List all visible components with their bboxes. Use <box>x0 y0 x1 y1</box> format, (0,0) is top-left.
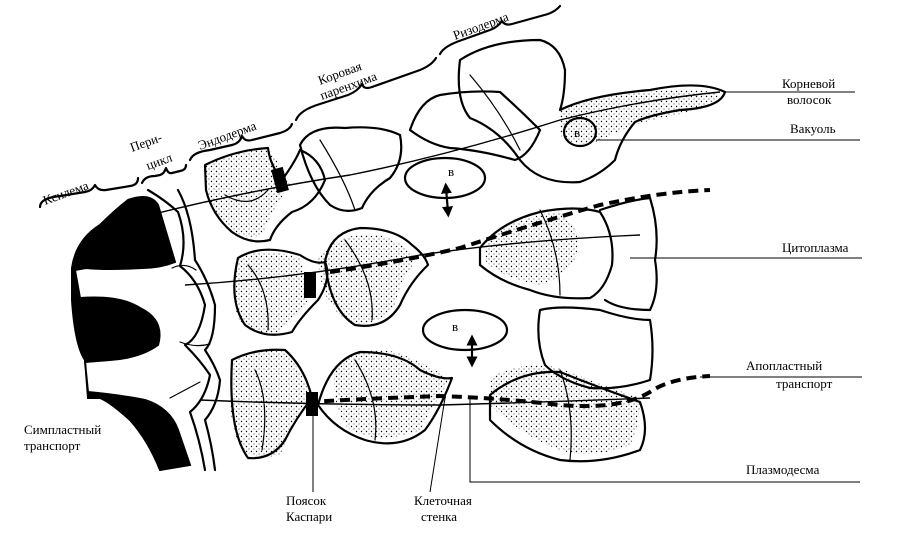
label-root-hair-2: волосок <box>787 92 832 107</box>
xylem-brace <box>38 176 140 209</box>
vacuole-upper <box>403 156 487 200</box>
pericycle-wall-outer <box>146 188 212 472</box>
cortex-cell-top <box>298 126 403 212</box>
label-apoplast-1: Апопластный <box>746 358 822 373</box>
endodermis-cells <box>203 146 329 460</box>
label-root-hair-1: Корневой <box>782 76 835 91</box>
label-endodermis: Эндодерма <box>196 118 259 153</box>
label-plasmodesma: Плазмодесма <box>746 462 820 477</box>
rhizodermis-cells <box>457 38 727 463</box>
label-rhizodermis: Ризодерма <box>451 9 511 43</box>
vacuole-mark-root-hair: в <box>574 125 580 140</box>
apoplast-paths <box>307 188 711 409</box>
rhizodermis-inner-line-2 <box>539 209 561 296</box>
vacuole-mark-lower: в <box>452 319 458 334</box>
label-pericycle-2: цикл <box>144 149 175 172</box>
rhizodermis-cell-outer-1 <box>598 196 658 312</box>
endodermis-cell-bottom <box>230 348 314 460</box>
pericycle-division-1 <box>171 264 197 271</box>
label-cell-wall-1: Клеточная <box>414 493 472 508</box>
cytoplasm-fill-rhizo-mid <box>485 212 578 285</box>
symplast-path-top <box>149 91 721 216</box>
apoplast-path-mid <box>329 188 711 274</box>
symplast-paths <box>149 91 721 406</box>
rhizodermis-cell-outer-2 <box>537 306 654 390</box>
vacuole-upper-arrow <box>440 182 454 218</box>
apoplast-path-bottom <box>307 374 711 409</box>
pericycle-brace <box>140 163 188 185</box>
cytoplasm-fill-cortex-bottom <box>334 350 450 438</box>
cortex-inner-line-2 <box>344 239 373 321</box>
symplast-path-mid <box>184 234 641 286</box>
symplast-path-bottom <box>199 397 651 406</box>
label-apoplast-2: транспорт <box>776 376 833 391</box>
endodermis-inner-line-3 <box>254 369 266 451</box>
label-pericycle-1: Пери- <box>128 129 164 154</box>
vacuole-root-hair <box>562 116 598 148</box>
xylem-vessel <box>71 195 192 472</box>
endodermis-cell-mid <box>233 248 329 336</box>
label-vacuole: Вакуоль <box>790 121 836 136</box>
endodermis-brace <box>188 122 294 162</box>
casparian-strip-mid <box>304 272 316 298</box>
endodermis-inner-line-2 <box>247 264 269 331</box>
cytoplasm-fill-root-hair <box>560 89 720 144</box>
endodermis-cell-top <box>203 146 327 243</box>
label-casparian-2: Каспари <box>286 509 332 524</box>
central-vacuoles: в в в <box>403 116 598 368</box>
label-symplast-2: транспорт <box>24 438 81 453</box>
cortex-cell-upper-right <box>408 90 542 162</box>
pericycle-division-3 <box>169 381 201 399</box>
cortex-cell-mid <box>323 226 430 327</box>
rhizodermis-cell-bottom <box>488 370 647 463</box>
cytoplasm-fills <box>205 89 720 457</box>
label-xylem: Ксилема <box>41 177 91 207</box>
root-hair-cell <box>457 38 727 184</box>
pericycle-division-2 <box>179 341 211 347</box>
cortex-cell-bottom <box>316 350 454 445</box>
leader-plasmodesma <box>469 398 860 483</box>
leader-lines <box>140 91 862 493</box>
leader-cell-wall <box>429 397 446 493</box>
cortex-brace <box>294 56 438 122</box>
label-casparian-1: Поясок <box>286 493 327 508</box>
rhizodermis-inner-line-1 <box>469 74 521 151</box>
vacuole-mark-upper: в <box>448 164 454 179</box>
pericycle-wall-inner <box>176 188 222 472</box>
rhizodermis-cell-mid <box>478 207 614 300</box>
label-cell-wall-2: стенка <box>421 509 457 524</box>
pericycle-cells <box>146 188 222 472</box>
zone-braces <box>38 4 562 209</box>
vacuole-lower <box>421 308 509 352</box>
label-symplast-1: Симпластный <box>24 422 101 437</box>
rhizodermis-inner-line-3 <box>559 369 572 461</box>
label-cytoplasm: Цитоплазма <box>782 240 849 255</box>
cortex-inner-line-1 <box>319 139 356 211</box>
casparian-strips <box>271 166 318 416</box>
cytoplasm-fill-endo-mid <box>234 251 308 335</box>
rhizodermis-brace <box>438 4 562 56</box>
